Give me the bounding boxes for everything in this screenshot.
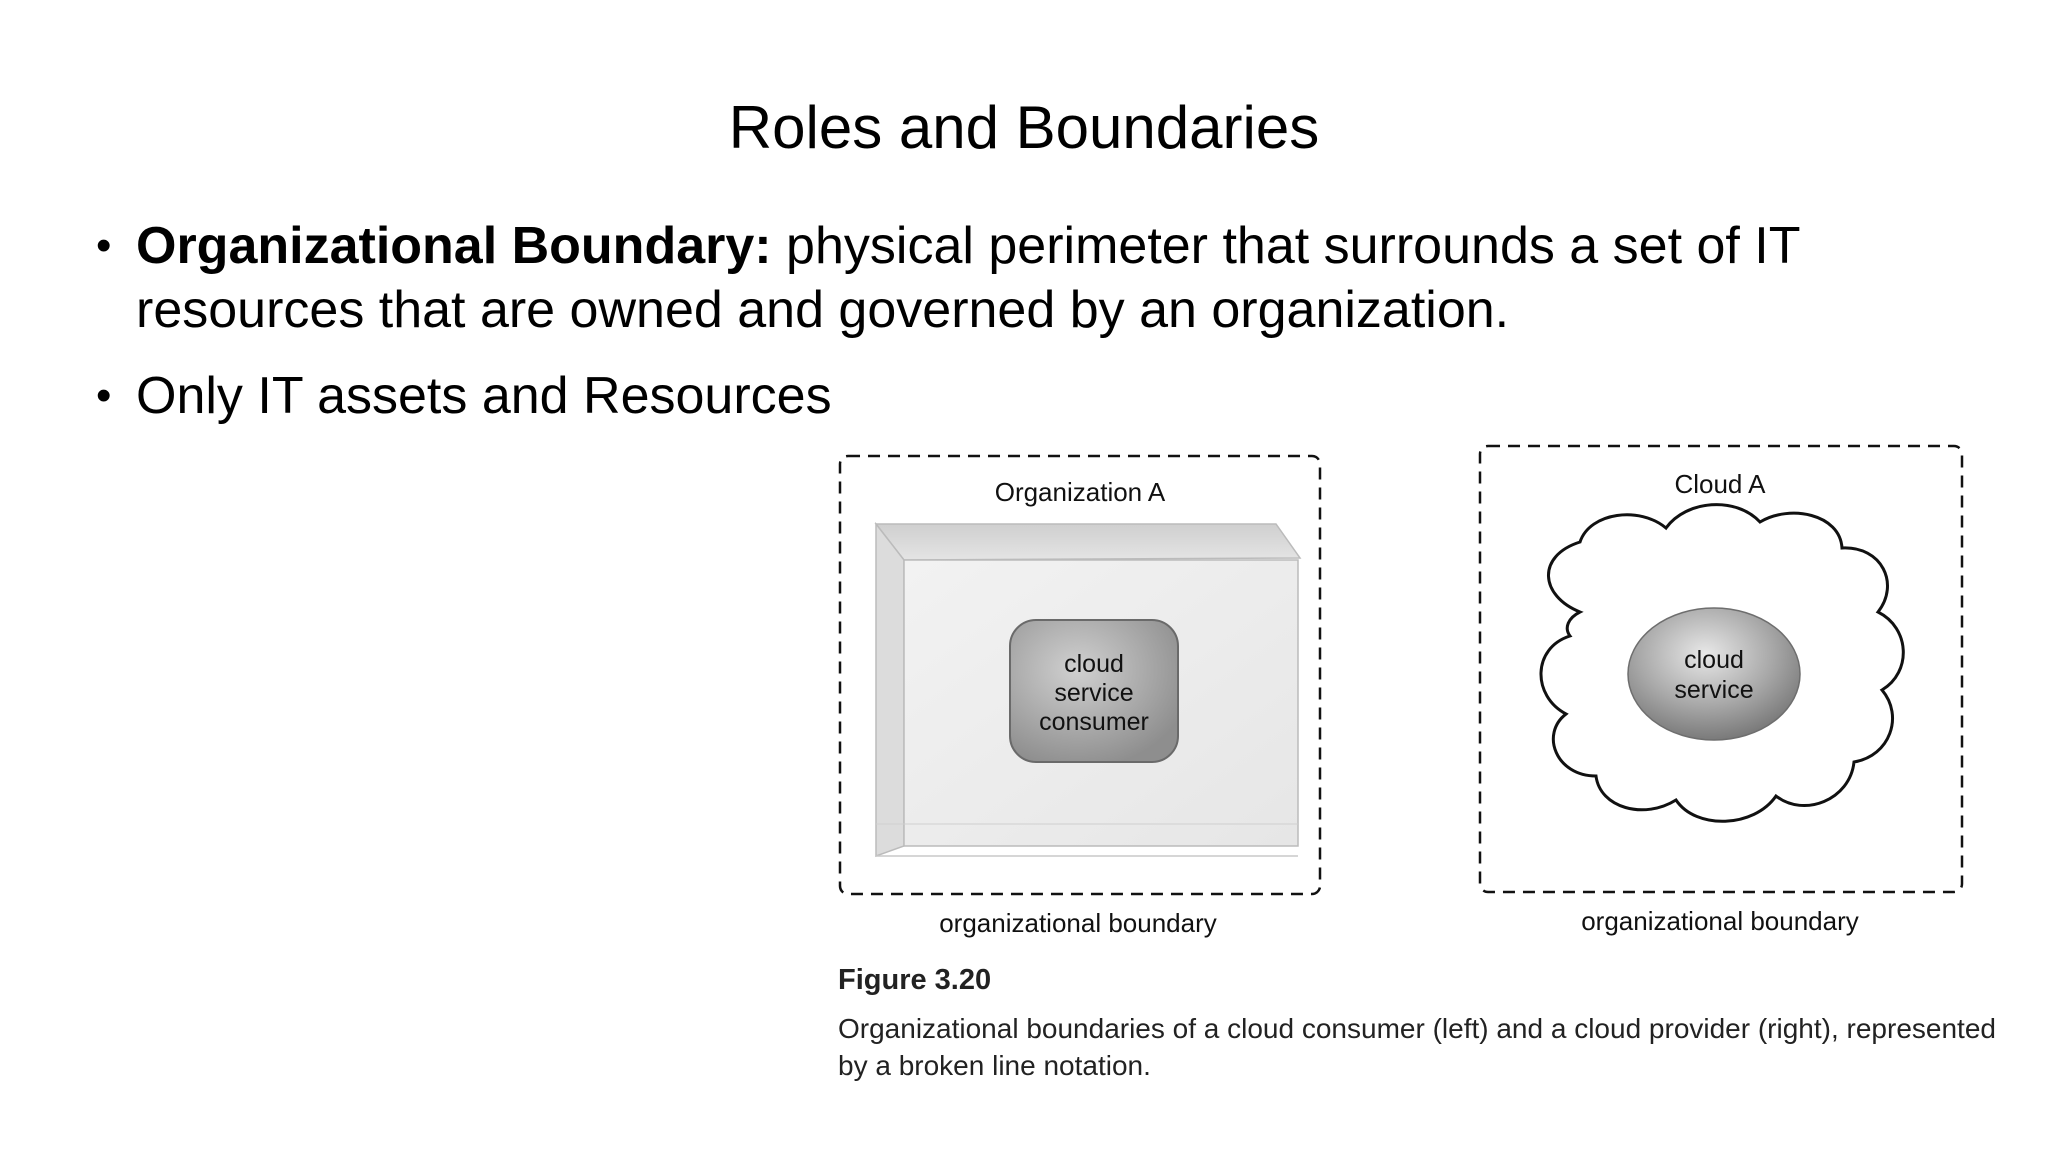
organization-a-title: Organization A	[995, 477, 1166, 507]
bullet-item: Organizational Boundary: physical perime…	[96, 214, 1976, 342]
boundary-figure: Organization A cloud service consumer or…	[820, 416, 2048, 1116]
right-boundary-label: organizational boundary	[1581, 906, 1859, 936]
organization-boundary-left	[838, 454, 1322, 896]
cloud-service-node	[1627, 607, 1801, 741]
cloud-a-title: Cloud A	[1674, 469, 1766, 499]
slide-title: Roles and Boundaries	[728, 94, 1320, 161]
service-node-line-1: cloud	[1684, 646, 1744, 674]
bullet-list: Organizational Boundary: physical perime…	[96, 214, 1976, 450]
figure-caption-text: Organizational boundaries of a cloud con…	[838, 1013, 1996, 1081]
boundary-diagram: Organization A cloud service consumer or…	[838, 444, 1964, 938]
consumer-node-line-1: cloud	[1064, 650, 1124, 678]
consumer-node-line-2: service	[1054, 679, 1133, 707]
organization-cube-icon	[874, 521, 1302, 858]
left-boundary-label: organizational boundary	[939, 908, 1217, 938]
bullet-text: Only IT assets and Resources	[136, 367, 832, 425]
service-node-line-2: service	[1674, 676, 1753, 704]
figure-caption-title: Figure 3.20	[838, 964, 992, 996]
bullet-item: Only IT assets and Resources	[96, 364, 1976, 428]
bullet-bold-term: Organizational Boundary:	[136, 217, 772, 275]
cloud-service-consumer-node	[1009, 619, 1179, 763]
consumer-node-line-3: consumer	[1039, 708, 1149, 736]
bullet-text: physical perimeter that surrounds a set …	[136, 217, 1800, 339]
